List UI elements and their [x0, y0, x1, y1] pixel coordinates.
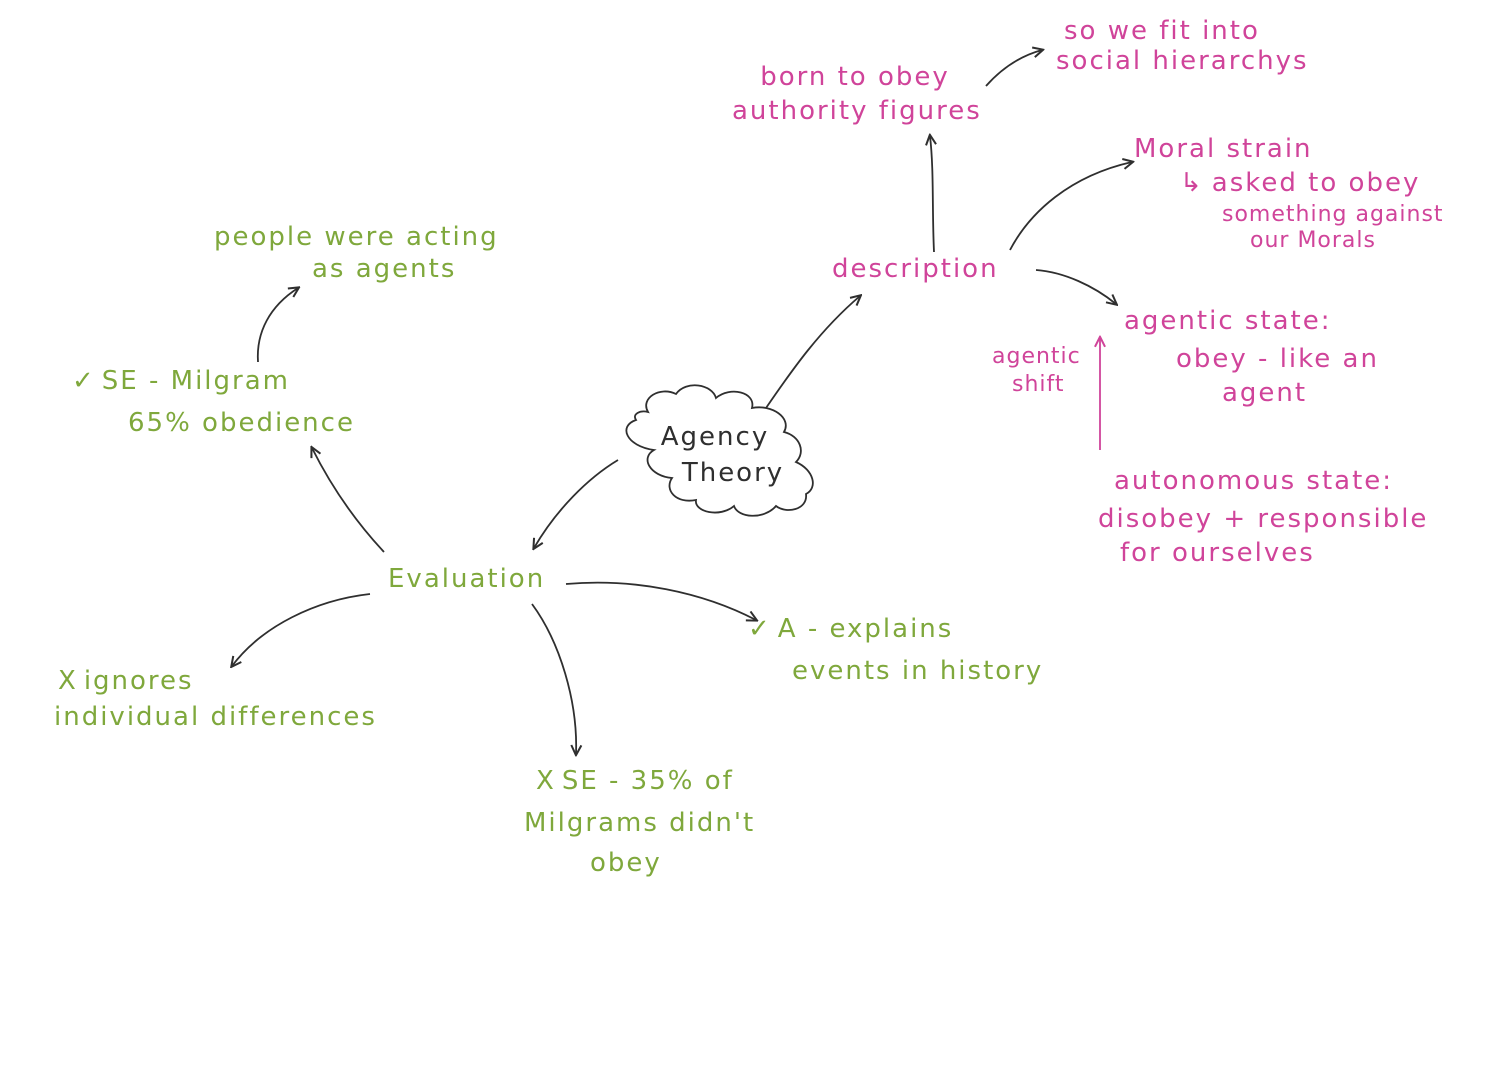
- born-to-obey-line1: born to obey: [760, 62, 950, 92]
- agentic-shift-line2: shift: [1012, 372, 1065, 397]
- agents-line2: as agents: [312, 254, 457, 284]
- agentic-state-line3: agent: [1222, 378, 1308, 408]
- center-title-line1: Agency: [660, 422, 770, 452]
- thirty-five-line1: SE - 35% of: [561, 766, 734, 796]
- agentic-state-line1: agentic state:: [1124, 306, 1332, 336]
- arrow-milgram-agents: [256, 288, 298, 363]
- ignores-line2: individual differences: [54, 702, 377, 732]
- arrow-center-description: [765, 296, 860, 409]
- cross-mark-icon: X: [58, 666, 78, 696]
- born-to-obey-line2: authority figures: [732, 96, 982, 126]
- return-arrow-icon: ↳: [1180, 168, 1204, 198]
- arrow-evaluation-35: [531, 603, 576, 754]
- moral-strain-line1-row: ↳asked to obey: [1180, 168, 1420, 199]
- arrow-description-born: [930, 136, 934, 253]
- check-mark-icon: ✓: [72, 366, 96, 396]
- arrow-evaluation-ignores: [232, 593, 371, 666]
- description-label: description: [832, 254, 999, 284]
- cross-mark-icon: X: [536, 766, 556, 796]
- check-mark-icon: ✓: [748, 614, 772, 644]
- arrow-evaluation-explains: [565, 581, 756, 620]
- autonomous-state-line1: autonomous state:: [1114, 466, 1394, 496]
- ignores-line1: ignores: [83, 666, 194, 696]
- moral-strain-line2: something against: [1222, 202, 1444, 227]
- autonomous-state-line2: disobey + responsible: [1098, 504, 1429, 534]
- agents-line1: people were acting: [214, 222, 499, 252]
- se-milgram-line2: 65% obedience: [128, 408, 355, 438]
- arrow-description-moral: [1009, 162, 1132, 251]
- social-hierarchy-line2: social hierarchys: [1056, 46, 1309, 76]
- moral-strain-line1: asked to obey: [1211, 168, 1421, 198]
- moral-strain-line3: our Morals: [1250, 228, 1376, 253]
- se-milgram-line1-row: ✓SE - Milgram: [72, 366, 290, 397]
- moral-strain-title: Moral strain: [1134, 134, 1313, 164]
- arrow-evaluation-milgram: [312, 448, 385, 553]
- arrow-born-hierarchy: [985, 50, 1042, 87]
- thirty-five-line3: obey: [590, 848, 662, 878]
- center-title-line2: Theory: [681, 458, 785, 488]
- thirty-five-line2: Milgrams didn't: [524, 808, 756, 838]
- autonomous-state-line3: for ourselves: [1120, 538, 1315, 568]
- arrow-center-evaluation: [534, 459, 619, 548]
- explains-line1: A - explains: [777, 614, 954, 644]
- center-cloud: [625, 384, 814, 517]
- agentic-shift-line1: agentic: [992, 344, 1081, 369]
- explains-line1-row: ✓A - explains: [748, 614, 953, 645]
- explains-line2: events in history: [792, 656, 1044, 686]
- arrow-description-agentic: [1035, 269, 1116, 304]
- se-milgram-line1: SE - Milgram: [101, 366, 290, 396]
- social-hierarchy-line1: so we fit into: [1064, 16, 1260, 46]
- agentic-state-line2: obey - like an: [1176, 344, 1379, 374]
- evaluation-label: Evaluation: [388, 564, 546, 594]
